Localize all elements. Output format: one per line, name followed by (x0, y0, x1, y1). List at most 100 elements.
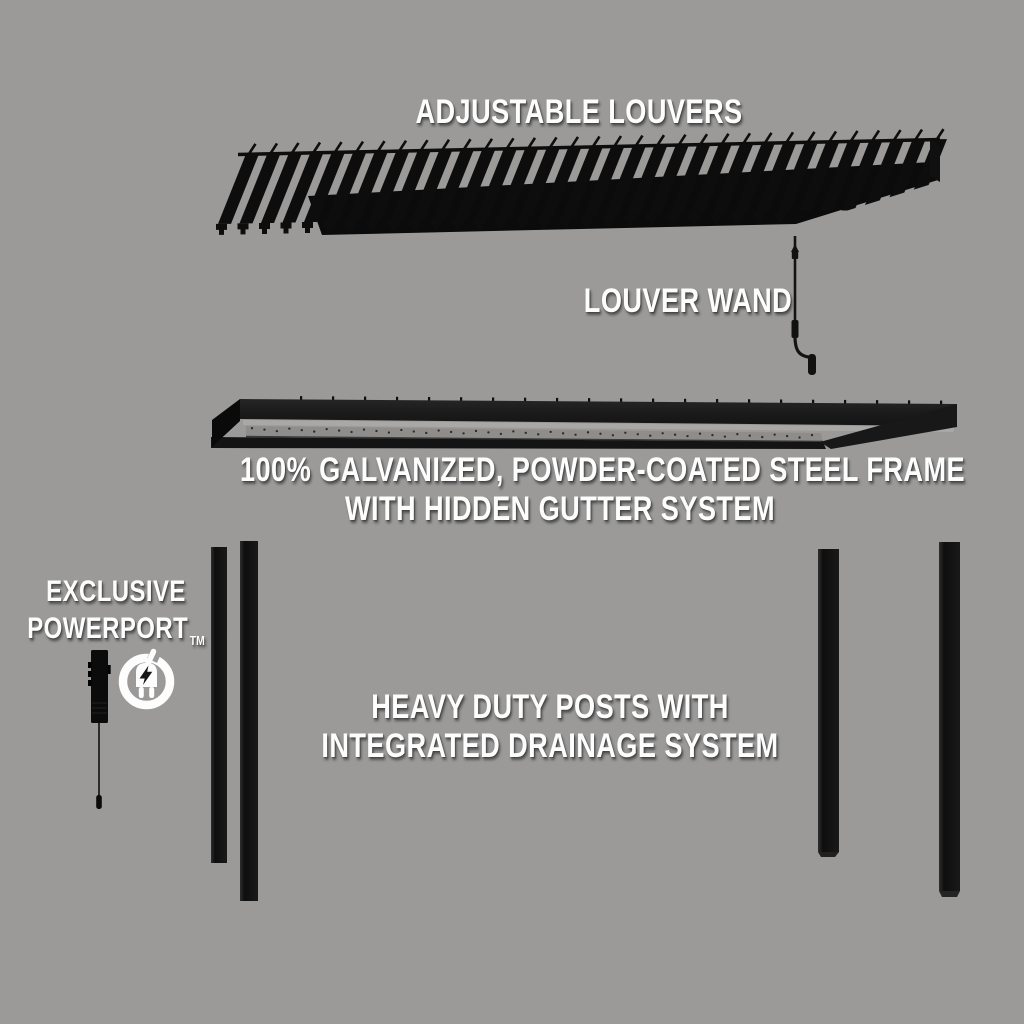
gutter-hole (350, 430, 353, 434)
post-right-back (818, 549, 839, 852)
gutter-hole (711, 434, 714, 437)
louver-blade (712, 143, 754, 214)
louver-blade (540, 146, 582, 217)
louver-hinge-pin (333, 141, 343, 153)
gutter-hole (425, 431, 428, 435)
louver-hinge-pin (892, 129, 902, 141)
louver-blade (605, 145, 646, 216)
louver-foot (474, 218, 485, 230)
gutter-hole (313, 430, 316, 433)
post-right-front (939, 542, 960, 891)
gutter-hole (400, 428, 403, 432)
louver-blade (519, 147, 560, 218)
gutter-hole (250, 427, 254, 430)
louver-blade (626, 145, 668, 216)
frame-pin (460, 397, 463, 402)
gutter-hole (673, 433, 677, 436)
frame-pin (780, 399, 783, 404)
label-text: LOUVER WAND (583, 282, 793, 320)
post-left-back (211, 547, 227, 863)
louver-foot (732, 212, 743, 224)
louver-blade (863, 140, 904, 211)
frame-pin (844, 399, 847, 404)
frame-pin (908, 400, 911, 405)
gutter-hole (773, 433, 776, 436)
frame-pin (364, 396, 367, 401)
frame-top-pins (300, 396, 943, 405)
frame-pin (300, 396, 303, 401)
louver-foot (624, 215, 636, 227)
louver-hinge-pin (462, 138, 472, 150)
gutter-hole (288, 427, 291, 430)
louver-hinge-pin (806, 131, 816, 143)
louver-hinge-pin (763, 132, 773, 144)
label-text-line1: 100% GALVANIZED, POWDER-COATED STEEL FRA… (240, 451, 966, 489)
louver-foot (710, 213, 722, 225)
frame-pin (396, 396, 399, 401)
gutter-hole (437, 429, 440, 432)
gutter-hole (785, 434, 789, 438)
louver-blade (884, 139, 926, 210)
louver-foot (388, 220, 399, 232)
powerport-button (88, 662, 92, 668)
frame-pin (492, 397, 495, 402)
gutter-hole (698, 432, 702, 435)
louver-hinge-pin (419, 139, 429, 151)
louver-blade (669, 144, 711, 215)
louver-hinge-pin (570, 136, 580, 148)
louver-blade (390, 150, 431, 221)
louver-hinge-pin (591, 135, 601, 148)
louver-foot (667, 214, 679, 226)
louver-hinge-pin (376, 140, 386, 152)
louver-hinge-pin (355, 140, 365, 153)
louver-foot (237, 223, 249, 235)
louver-hinge-pin (441, 139, 451, 151)
louver-foot (345, 221, 356, 233)
gutter-hole (275, 429, 279, 433)
louver-foot (409, 219, 421, 231)
gutter-hole (736, 433, 739, 436)
frame-pin (524, 397, 527, 402)
gutter-hole (586, 431, 590, 434)
louver-foot (216, 223, 227, 235)
louver-foot (517, 217, 528, 229)
louver-hinge-pin (548, 136, 558, 149)
gutter-hole (325, 427, 328, 431)
icon-plug-prong (149, 687, 155, 698)
gutter-hole (748, 434, 751, 437)
louver-blade (777, 141, 818, 212)
gutter-hole (661, 432, 664, 435)
gutter-drain-holes (250, 427, 814, 439)
louver-blade (562, 146, 603, 217)
gutter-hole (449, 430, 453, 434)
louver-blade (583, 146, 625, 217)
powerport-plug-icon (118, 648, 175, 710)
gutter-hole (599, 432, 602, 435)
frame-pin (588, 398, 591, 403)
gutter-hole (636, 433, 639, 436)
posts-graphic (211, 541, 960, 901)
powerport-cord-plug (96, 795, 102, 809)
frame-right-cap (820, 404, 957, 449)
gutter-hole (798, 436, 801, 439)
louver-foot (366, 220, 378, 232)
gutter-hole (462, 432, 465, 435)
louver-foot (323, 221, 335, 233)
trademark-mark: TM (189, 633, 205, 648)
louver-hinge-pin (677, 133, 687, 146)
gutter-hole (512, 430, 515, 433)
louver-hinge-pin (634, 134, 644, 147)
gutter-hole (263, 428, 266, 431)
label-text: ADJUSTABLE LOUVERS (415, 93, 743, 131)
gutter-hole (375, 429, 378, 433)
louver-blade (648, 144, 689, 215)
louver-foot (259, 222, 270, 234)
louver-blade (820, 140, 861, 211)
powerport-button (88, 671, 92, 677)
powerport-side-tab (107, 665, 111, 674)
louver-hinge-pin (613, 135, 623, 147)
label-text-line2: WITH HIDDEN GUTTER SYSTEM (344, 490, 776, 528)
gutter-hole (537, 433, 540, 436)
louver-blade (347, 151, 388, 222)
